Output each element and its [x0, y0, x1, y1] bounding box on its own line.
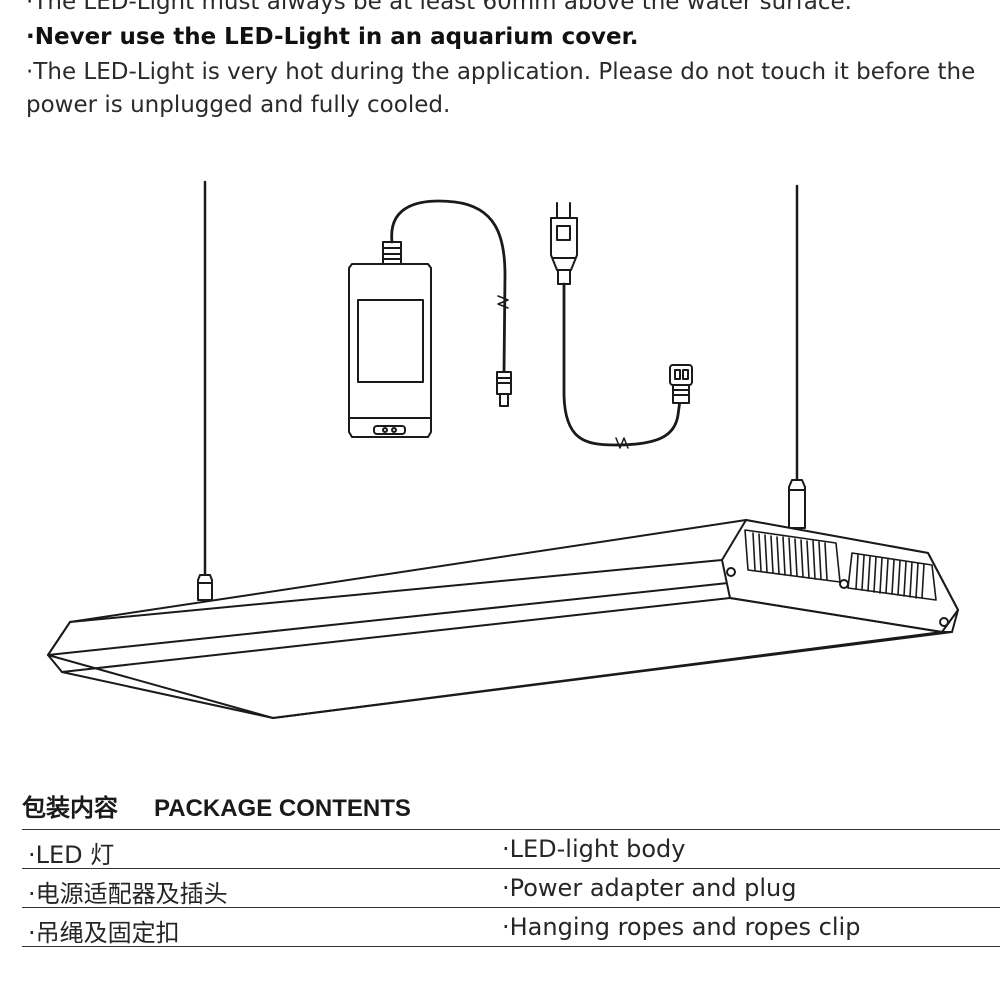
mains-plug — [550, 202, 578, 285]
cable-break-mark-ac — [615, 437, 629, 449]
item-en: ·LED-light body — [502, 835, 686, 863]
cable-break-mark-dc — [497, 295, 509, 309]
package-contents-table: ·LED 灯 ·LED-light body ·电源适配器及插头 ·Power … — [22, 829, 1000, 947]
rope-clip-left — [197, 574, 213, 601]
rope-clip-right — [788, 479, 806, 529]
vent-grille-right — [847, 552, 937, 601]
ac-coupler — [669, 364, 693, 404]
warning-hot: ·The LED-Light is very hot during the ap… — [26, 59, 976, 85]
led-light-body — [47, 519, 959, 719]
table-row: ·吊绳及固定扣 ·Hanging ropes and ropes clip — [22, 908, 1000, 947]
dc-cable — [390, 199, 507, 374]
dc-connector — [496, 371, 512, 407]
item-en: ·Hanging ropes and ropes clip — [502, 913, 861, 941]
package-heading-en: PACKAGE CONTENTS — [154, 795, 411, 822]
item-cn: ·电源适配器及插头 — [28, 880, 228, 908]
table-row: ·电源适配器及插头 ·Power adapter and plug — [22, 869, 1000, 908]
product-illustration — [47, 180, 959, 719]
item-en: ·Power adapter and plug — [502, 874, 797, 902]
warning-cover: ·Never use the LED-Light in an aquarium … — [26, 24, 639, 50]
warning-hot-continued: power is unplugged and fully cooled. — [26, 92, 451, 118]
power-adapter — [348, 241, 432, 438]
warning-height: ·The LED-Light must always be at least 6… — [26, 0, 852, 15]
item-cn: ·LED 灯 — [28, 841, 115, 869]
package-contents-heading: 包装内容 PACKAGE CONTENTS — [22, 788, 411, 823]
package-heading-cn: 包装内容 — [22, 795, 118, 822]
table-row: ·LED 灯 ·LED-light body — [22, 830, 1000, 869]
item-cn: ·吊绳及固定扣 — [28, 919, 180, 947]
vent-grille-left — [744, 529, 841, 583]
ac-cable — [562, 282, 682, 447]
